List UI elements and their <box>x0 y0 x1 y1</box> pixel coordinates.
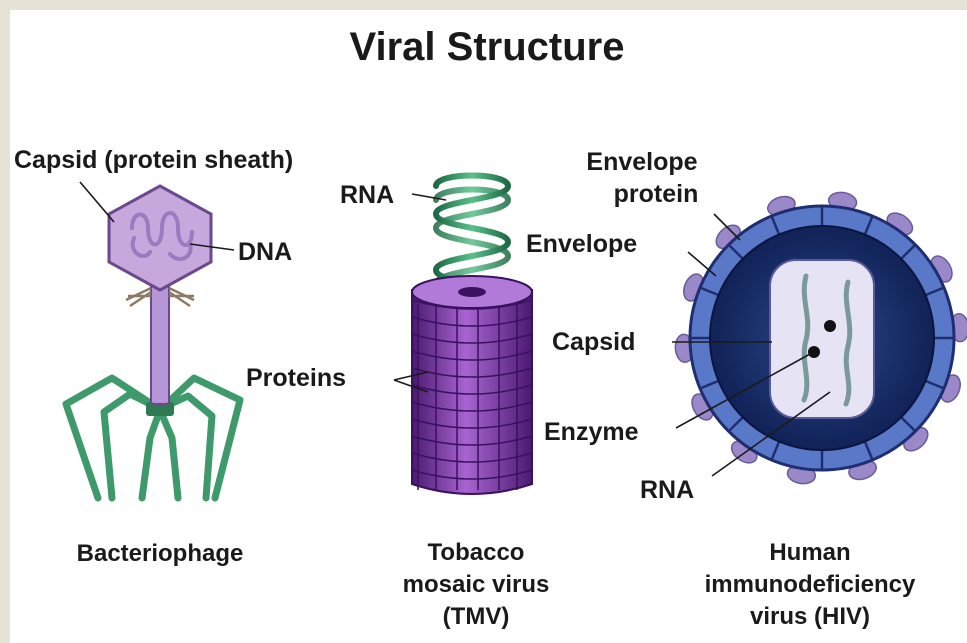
caption-hiv-line3: virus (HIV) <box>750 603 870 630</box>
label-envelope-protein-line2: protein <box>614 180 699 208</box>
diagram-title: Viral Structure <box>350 25 625 69</box>
label-tmv-rna: RNA <box>340 181 394 209</box>
caption-bacteriophage: Bacteriophage <box>77 540 244 567</box>
label-envelope-protein-line1: Envelope <box>586 148 697 176</box>
caption-tmv-line2: mosaic virus <box>403 571 550 598</box>
label-capsid-protein-sheath: Capsid (protein sheath) <box>14 146 293 174</box>
label-enzyme: Enzyme <box>544 418 639 446</box>
hiv-enzyme-dot-2 <box>808 346 820 358</box>
leader-capsid-sheath <box>80 182 114 222</box>
label-phage-dna: DNA <box>238 238 292 266</box>
hiv-enzyme-dot-1 <box>824 320 836 332</box>
caption-tmv-line3: (TMV) <box>443 603 510 630</box>
caption-hiv-line2: immunodeficiency <box>705 571 916 598</box>
label-envelope: Envelope <box>526 230 637 258</box>
caption-hiv-line1: Human <box>769 539 850 566</box>
tmv-core-hole <box>458 287 486 297</box>
caption-tmv-line1: Tobacco <box>428 539 525 566</box>
bacteriophage: Capsid (protein sheath) DNA Bacteriophag… <box>14 146 293 567</box>
hiv-capsid <box>770 260 874 418</box>
label-hiv-capsid: Capsid <box>552 328 635 356</box>
label-hiv-rna: RNA <box>640 476 694 504</box>
hiv: Envelope protein Envelope Capsid Enzyme … <box>526 148 967 630</box>
label-tmv-proteins: Proteins <box>246 364 346 392</box>
